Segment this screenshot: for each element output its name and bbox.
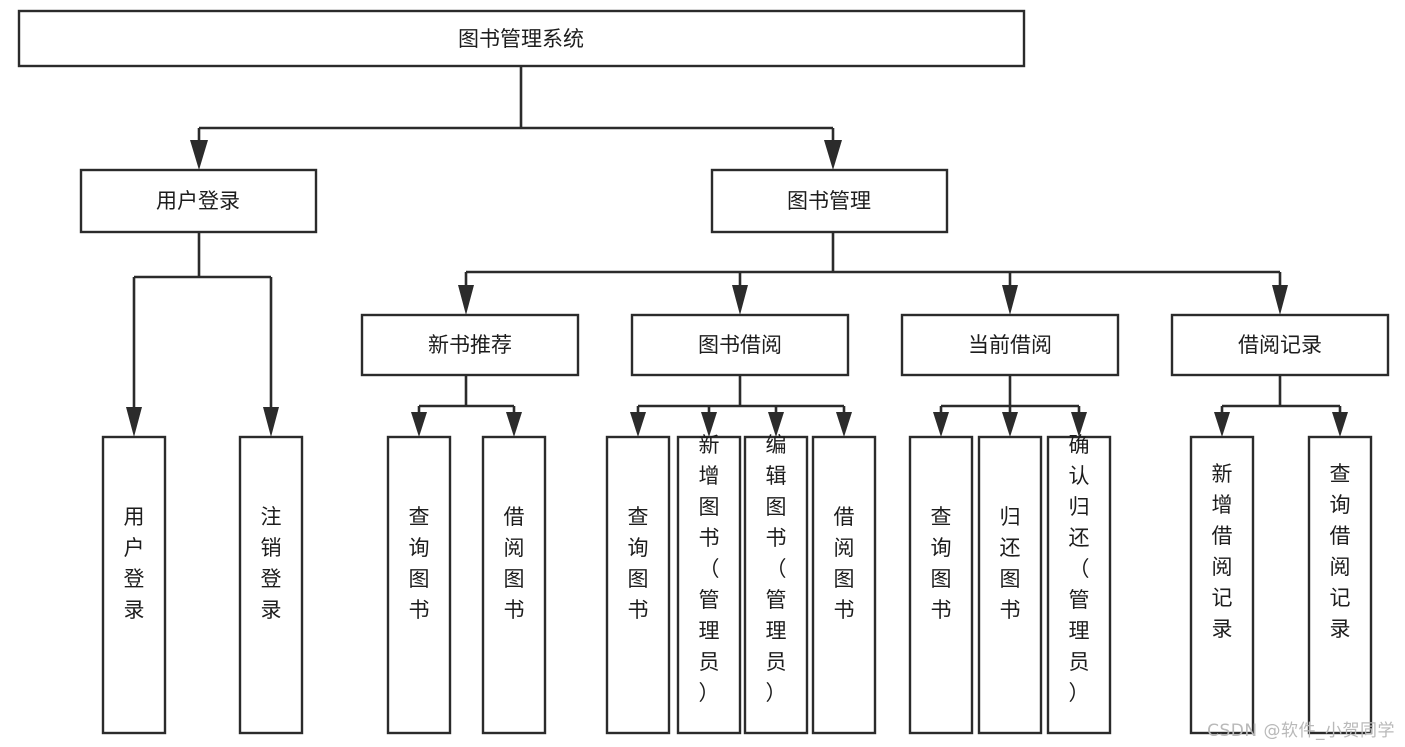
leaf-cb-return-book[interactable]: 归还图书 [977,435,1043,735]
arrowhead-rc-leaf-1 [1214,412,1230,437]
node-borrow-records-label: 借阅记录 [1238,333,1322,357]
leaf-bw-edit-book-box[interactable] [743,435,809,735]
leaf-bw-borrow-book-box[interactable] [811,435,877,735]
node-user-login[interactable]: 用户登录 [79,168,318,234]
node-current-borrow-box[interactable] [900,313,1120,377]
leaf-bw-borrow-book[interactable]: 借阅图书 [811,435,877,735]
connector-group-root-to-level2 [190,66,842,170]
arrowhead-cb-leaf-2 [1002,412,1018,437]
node-current-borrow[interactable]: 当前借阅 [900,313,1120,377]
node-user-login-label: 用户登录 [156,189,240,213]
arrowhead-cb-leaf-3 [1071,412,1087,437]
leaf-user-login-box[interactable] [101,435,167,735]
leaf-bw-query-book-label: 查询图书 [628,505,649,622]
node-new-book-recommend-box[interactable] [360,313,580,377]
node-book-borrow[interactable]: 图书借阅 [630,313,850,377]
leaf-cb-query-book-label: 查询图书 [931,505,952,622]
node-root[interactable]: 图书管理系统 [17,9,1026,68]
arrowhead-user-login [190,140,208,170]
leaf-nb-borrow-book-label: 借阅图书 [504,505,525,622]
arrowhead-nb-leaf-2 [506,412,522,437]
arrowhead-bw-leaf-1 [630,412,646,437]
connector-group-borrow-to-leaves [630,375,852,437]
arrowhead-new-book [458,285,474,315]
node-root-label: 图书管理系统 [458,27,584,51]
connector-group-records-to-leaves [1214,375,1348,437]
arrowhead-borrow [732,285,748,315]
leaf-nb-query-book[interactable]: 查询图书 [386,435,452,735]
node-book-management-label: 图书管理 [787,189,871,213]
leaf-bw-edit-book-label: 编辑图书（管理员） [766,433,787,705]
node-new-book-recommend[interactable]: 新书推荐 [360,313,580,377]
arrowhead-cb-leaf-1 [933,412,949,437]
leaf-logout-box[interactable] [238,435,304,735]
leaf-bw-query-book[interactable]: 查询图书 [605,435,671,735]
leaf-nb-borrow-book[interactable]: 借阅图书 [481,435,547,735]
leaf-rc-add-record[interactable]: 新增借阅记录 [1189,435,1255,735]
leaf-rc-query-record-label: 查询借阅记录 [1330,462,1351,641]
leaf-cb-confirm-return-box[interactable] [1046,435,1112,735]
leaf-rc-add-record-label: 新增借阅记录 [1212,462,1233,641]
leaf-bw-add-book-box[interactable] [676,435,742,735]
leaf-cb-confirm-return-label: 确认归还（管理员） [1069,433,1090,705]
leaf-nb-query-book-label: 查询图书 [409,505,430,622]
leaf-bw-edit-book[interactable]: 编辑图书（管理员） [743,433,809,735]
node-new-book-recommend-label: 新书推荐 [428,333,512,357]
leaf-user-login[interactable]: 用户登录 [101,435,167,735]
leaf-rc-query-record[interactable]: 查询借阅记录 [1307,435,1373,735]
leaf-cb-query-book[interactable]: 查询图书 [908,435,974,735]
connector-group-book-mgmt-to-level3 [458,232,1288,315]
arrowhead-bw-leaf-2 [701,412,717,437]
arrowhead-current [1002,285,1018,315]
node-book-management[interactable]: 图书管理 [710,168,949,234]
connector-group-user-login-to-leaves [126,232,279,437]
arrowhead-leaf-user-login [126,407,142,437]
leaf-cb-query-book-box[interactable] [908,435,974,735]
leaf-logout[interactable]: 注销登录 [238,435,304,735]
arrowhead-leaf-logout [263,407,279,437]
leaf-cb-confirm-return[interactable]: 确认归还（管理员） [1046,433,1112,735]
node-book-management-box[interactable] [710,168,949,234]
arrowhead-records [1272,285,1288,315]
arrowhead-book-mgmt [824,140,842,170]
leaf-bw-borrow-book-label: 借阅图书 [834,505,855,622]
leaf-user-login-label: 用户登录 [124,505,145,622]
csdn-watermark: CSDN @软件_小贺同学 [1207,721,1395,741]
leaf-nb-borrow-book-box[interactable] [481,435,547,735]
node-borrow-records-box[interactable] [1170,313,1390,377]
leaf-bw-query-book-box[interactable] [605,435,671,735]
node-user-login-box[interactable] [79,168,318,234]
leaf-logout-label: 注销登录 [261,505,282,622]
leaf-nb-query-book-box[interactable] [386,435,452,735]
arrowhead-bw-leaf-4 [836,412,852,437]
node-current-borrow-label: 当前借阅 [968,333,1052,357]
arrowhead-rc-leaf-2 [1332,412,1348,437]
leaf-cb-return-book-box[interactable] [977,435,1043,735]
connector-group-new-book-to-leaves [411,375,522,437]
leaf-rc-add-record-box[interactable] [1189,435,1255,735]
leaf-bw-add-book-label: 新增图书（管理员） [699,433,720,705]
node-root-box[interactable] [17,9,1026,68]
connector-group-current-to-leaves [933,375,1087,437]
node-book-borrow-label: 图书借阅 [698,333,782,357]
node-borrow-records[interactable]: 借阅记录 [1170,313,1390,377]
arrowhead-bw-leaf-3 [768,412,784,437]
leaf-cb-return-book-label: 归还图书 [1000,505,1021,622]
arrowhead-nb-leaf-1 [411,412,427,437]
node-book-borrow-box[interactable] [630,313,850,377]
leaf-rc-query-record-box[interactable] [1307,435,1373,735]
leaf-bw-add-book[interactable]: 新增图书（管理员） [676,433,742,735]
